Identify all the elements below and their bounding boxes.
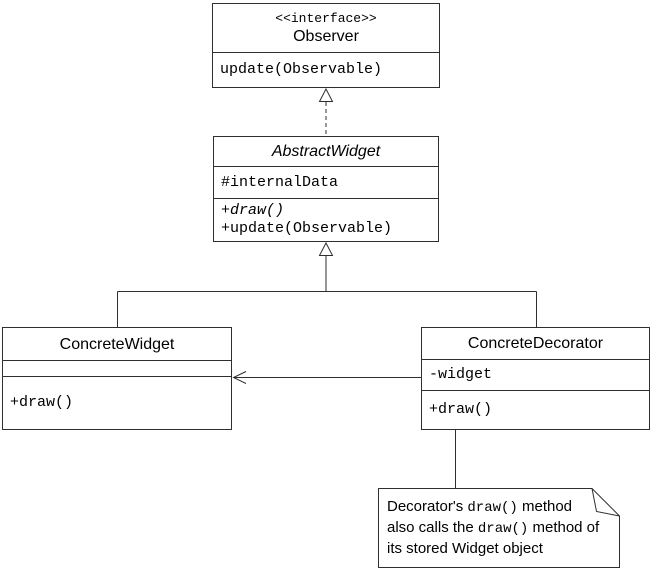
- note-shape: [378, 488, 620, 568]
- concrete-decorator-name: ConcreteDecorator: [467, 335, 604, 352]
- note-line-3: its stored Widget object: [387, 540, 543, 557]
- method-update-observable-impl: +update(Observable): [221, 220, 393, 237]
- note-line-1: Decorator's draw() method: [387, 498, 573, 516]
- method-draw-abstract: +draw(): [221, 202, 285, 219]
- class-observer: <<interface>> Observer update(Observable…: [212, 3, 440, 88]
- abstract-widget-name: AbstractWidget: [271, 143, 381, 160]
- note-code-draw-2: draw(): [477, 521, 529, 537]
- note-line-2: also calls the draw() method of: [387, 519, 600, 537]
- note-code-draw-1: draw(): [467, 500, 518, 516]
- class-observer-methods: update(Observable): [213, 52, 439, 87]
- observer-name: Observer: [293, 27, 359, 45]
- class-concrete-widget-attributes: [3, 360, 231, 376]
- class-abstract-widget-attributes: #internalData: [214, 166, 438, 198]
- class-concrete-decorator-methods: +draw(): [422, 390, 649, 429]
- attribute-widget: -widget: [429, 366, 493, 383]
- class-abstract-widget-title: AbstractWidget: [214, 137, 438, 166]
- class-concrete-decorator-title: ConcreteDecorator: [422, 328, 649, 359]
- class-observer-title: <<interface>> Observer: [213, 4, 439, 52]
- class-concrete-decorator: ConcreteDecorator -widget +draw(): [421, 327, 650, 430]
- class-concrete-widget-methods: +draw(): [3, 376, 231, 429]
- method-draw-concrete-widget: +draw(): [10, 394, 74, 411]
- class-abstract-widget: AbstractWidget #internalData +draw() +up…: [213, 136, 439, 242]
- class-concrete-widget-title: ConcreteWidget: [3, 328, 231, 360]
- observer-stereotype: <<interface>>: [275, 10, 377, 26]
- class-concrete-decorator-attributes: -widget: [422, 359, 649, 390]
- generalization-arrow: [117, 241, 537, 327]
- method-draw-concrete-decorator: +draw(): [429, 401, 493, 418]
- attribute-internal-data: #internalData: [221, 173, 339, 191]
- class-abstract-widget-methods: +draw() +update(Observable): [214, 198, 438, 241]
- association-arrow: [232, 371, 421, 384]
- method-update-observable: update(Observable): [220, 61, 383, 78]
- class-concrete-widget: ConcreteWidget +draw(): [2, 327, 232, 430]
- realization-arrow: [318, 87, 334, 136]
- note-text: Decorator's draw() method also calls the…: [378, 488, 619, 568]
- concrete-widget-name: ConcreteWidget: [59, 335, 175, 353]
